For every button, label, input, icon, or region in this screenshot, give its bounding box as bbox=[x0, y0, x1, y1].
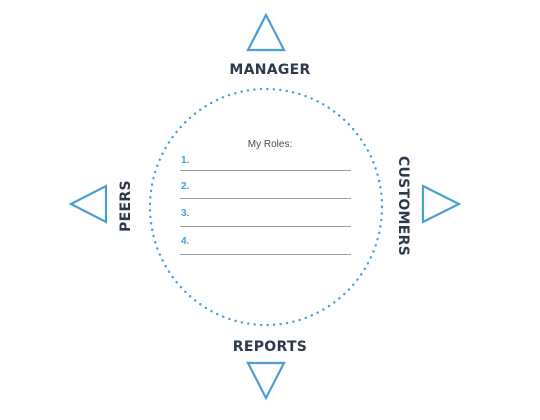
label-customers: CUSTOMERS bbox=[395, 155, 411, 257]
triangle-down-icon bbox=[246, 361, 286, 401]
role-number: 1. bbox=[181, 155, 190, 166]
role-number: 4. bbox=[181, 236, 190, 247]
role-line bbox=[180, 198, 351, 199]
roles-title: My Roles: bbox=[247, 139, 293, 150]
triangle-up-icon bbox=[246, 12, 286, 52]
dotted-circle-outline bbox=[148, 87, 384, 327]
label-manager: MANAGER bbox=[229, 62, 311, 78]
role-number: 2. bbox=[181, 181, 190, 192]
label-reports: REPORTS bbox=[232, 339, 308, 355]
label-peers: PEERS bbox=[118, 180, 134, 232]
triangle-left-icon bbox=[68, 184, 108, 224]
triangle-right-icon bbox=[421, 184, 462, 224]
role-line bbox=[180, 254, 351, 255]
role-number: 3. bbox=[181, 208, 190, 219]
role-line bbox=[180, 226, 351, 227]
role-line bbox=[180, 170, 351, 171]
